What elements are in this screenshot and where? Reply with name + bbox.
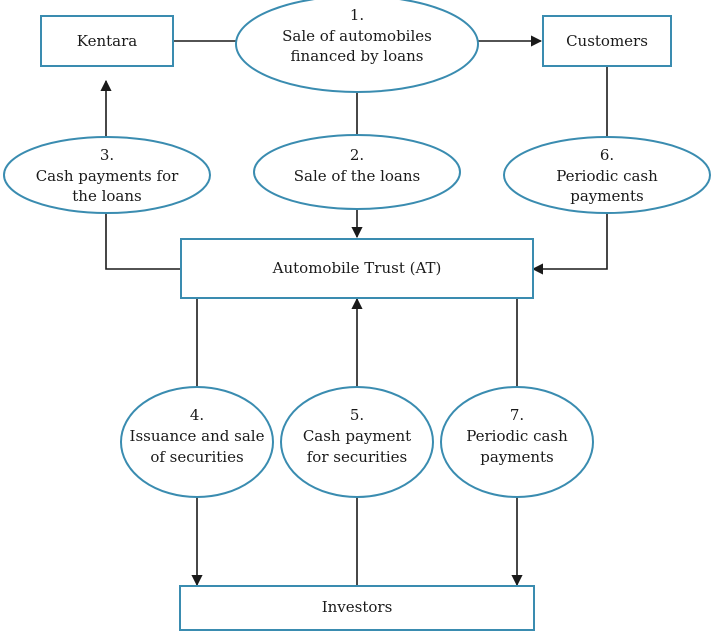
step-6-line1: Periodic cash [556, 167, 658, 185]
step-5-line2: for securities [307, 448, 408, 466]
step-6-line2: payments [570, 187, 644, 205]
step-2-number: 2. [350, 146, 364, 164]
step-1-ellipse: 1. Sale of automobiles financed by loans [235, 0, 479, 93]
step-1-line1: Sale of automobiles [282, 27, 432, 45]
step-2-ellipse: 2. Sale of the loans [253, 134, 461, 210]
step-4-line1: Issuance and sale [130, 427, 265, 445]
step-7-line2: payments [480, 448, 554, 466]
customers-label: Customers [566, 32, 648, 50]
automobile-trust-node: Automobile Trust (AT) [180, 238, 534, 299]
step-5-number: 5. [350, 406, 364, 424]
step-5-line1: Cash payment [303, 427, 411, 445]
step-3-ellipse: 3. Cash payments for the loans [3, 136, 211, 214]
step-7-ellipse: 7. Periodic cash payments [440, 386, 594, 498]
step-3-number: 3. [100, 146, 114, 164]
customers-node: Customers [542, 15, 672, 67]
investors-label: Investors [322, 598, 393, 616]
step-7-line1: Periodic cash [466, 427, 568, 445]
step-4-number: 4. [190, 406, 204, 424]
step-4-ellipse: 4. Issuance and sale of securities [120, 386, 274, 498]
step-1-number: 1. [350, 6, 364, 24]
step-7-number: 7. [510, 406, 524, 424]
automobile-trust-label: Automobile Trust (AT) [272, 259, 442, 277]
kentara-label: Kentara [77, 32, 137, 50]
step-3-line2: the loans [72, 187, 141, 205]
kentara-node: Kentara [40, 15, 174, 67]
step-1-line2: financed by loans [291, 47, 424, 65]
connector-trust-to-cash-payments [105, 213, 181, 270]
step-4-line2: of securities [150, 448, 243, 466]
connector-periodic-to-trust [531, 213, 608, 275]
step-5-ellipse: 5. Cash payment for securities [280, 386, 434, 498]
investors-node: Investors [179, 585, 535, 631]
step-6-number: 6. [600, 146, 614, 164]
step-2-line1: Sale of the loans [294, 167, 420, 185]
step-3-line1: Cash payments for [36, 167, 179, 185]
step-6-ellipse: 6. Periodic cash payments [503, 136, 711, 214]
